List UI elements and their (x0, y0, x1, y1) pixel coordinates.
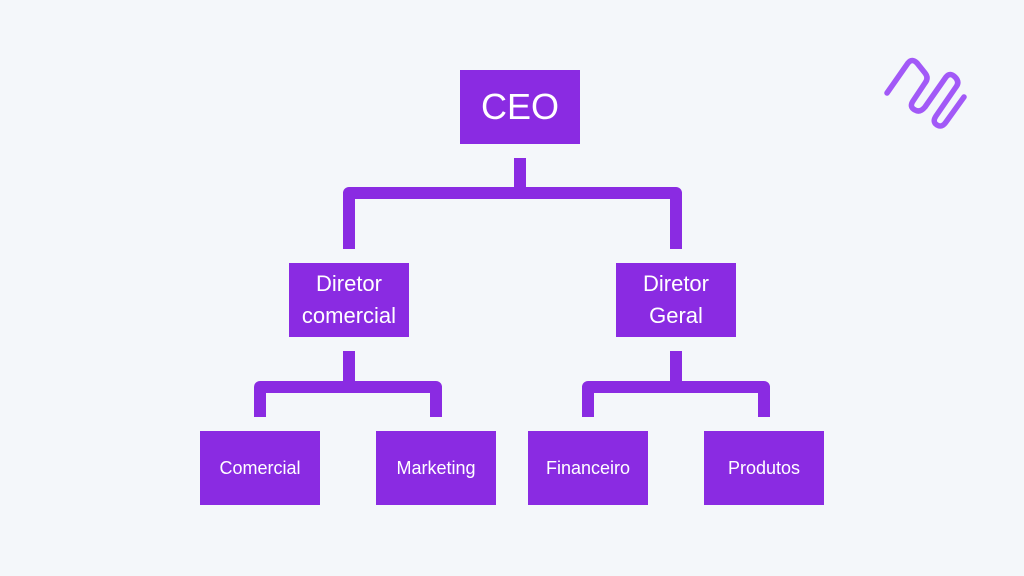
node-marketing: Marketing (376, 431, 496, 505)
node-ceo-label: CEO (480, 86, 559, 127)
node-diretor-geral-label: Diretor Geral (642, 271, 709, 328)
node-diretor-comercial-label: Diretor comercial (301, 271, 397, 328)
connector-ceo-branch (343, 187, 682, 249)
connector-diretor-geral-branch (582, 381, 770, 417)
node-produtos: Produtos (704, 431, 824, 505)
node-diretor-comercial: Diretor comercial (289, 263, 409, 337)
connector-diretor-comercial-branch (254, 381, 442, 417)
node-diretor-geral: Diretor Geral (616, 263, 736, 337)
node-ceo: CEO (460, 70, 580, 144)
node-financeiro-label: Financeiro (545, 457, 631, 478)
brand-logo-icon (884, 57, 967, 129)
brand-logo-strokes (884, 57, 967, 129)
connector-lines (254, 158, 770, 417)
node-comercial: Comercial (200, 431, 320, 505)
node-comercial-label: Comercial (219, 457, 301, 478)
node-financeiro: Financeiro (528, 431, 648, 505)
node-produtos-label: Produtos (727, 457, 801, 478)
node-marketing-label: Marketing (396, 457, 476, 478)
